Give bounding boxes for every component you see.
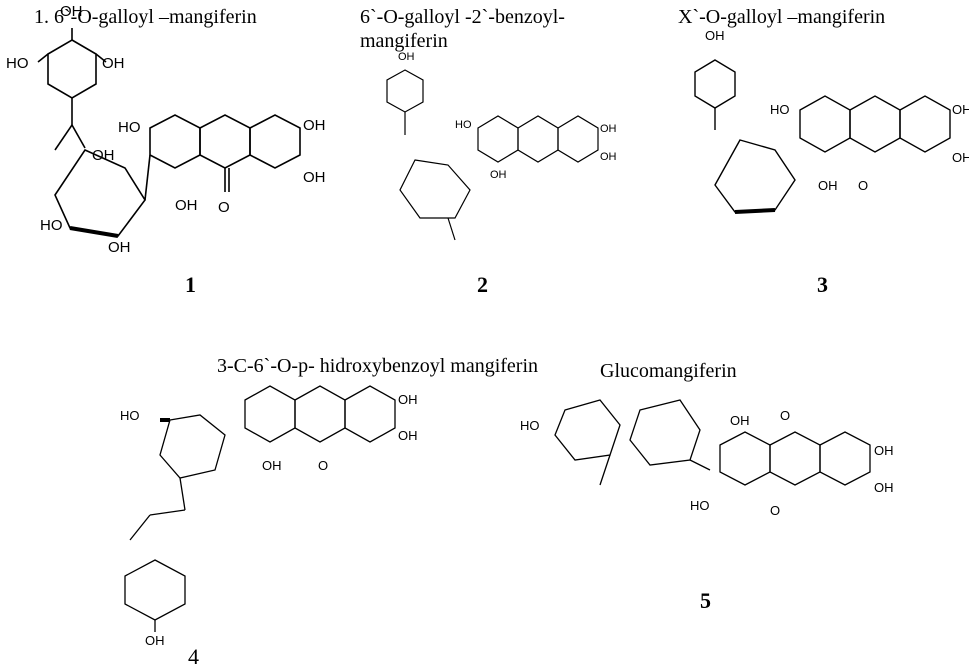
atom-label: OH bbox=[262, 458, 282, 473]
compound-5-number: 5 bbox=[700, 588, 711, 613]
atom-label: OH bbox=[60, 3, 83, 20]
atom-label: OH bbox=[303, 169, 326, 186]
atom-label: HO bbox=[455, 119, 472, 131]
compound-4-title: 3-C-6`-O-p- hidroxybenzoyl mangiferin bbox=[217, 355, 539, 377]
atom-label: HO bbox=[120, 408, 140, 423]
atom-label: OH bbox=[398, 392, 418, 407]
atom-label: O bbox=[218, 199, 230, 216]
atom-label: OH bbox=[303, 117, 326, 134]
atom-label: OH bbox=[952, 150, 969, 165]
compound-2-title-line2: mangiferin bbox=[360, 30, 448, 52]
compound-2-number: 2 bbox=[477, 272, 488, 297]
atom-label: OH bbox=[818, 178, 838, 193]
compound-1-title: 1. 6`-O-galloyl –mangiferin bbox=[34, 6, 257, 28]
atom-label: OH bbox=[874, 443, 894, 458]
atom-label: OH bbox=[705, 28, 725, 43]
compound-2-title-line1: 6`-O-galloyl -2`-benzoyl- bbox=[360, 6, 565, 28]
atom-label: OH bbox=[874, 480, 894, 495]
atom-label: OH bbox=[730, 413, 750, 428]
atom-label: HO bbox=[770, 102, 790, 117]
atom-label: HO bbox=[118, 119, 141, 136]
compound-3-title: X`-O-galloyl –mangiferin bbox=[678, 6, 886, 28]
atom-label: O bbox=[780, 408, 790, 423]
atom-label: OH bbox=[600, 151, 617, 163]
compound-3-number: 3 bbox=[817, 272, 828, 297]
atom-label: O bbox=[318, 458, 328, 473]
atom-label: OH bbox=[92, 147, 115, 164]
atom-label: OH bbox=[398, 51, 415, 63]
compound-4-number: 4 bbox=[188, 644, 199, 669]
atom-label: OH bbox=[490, 169, 507, 181]
atom-label: OH bbox=[108, 239, 131, 256]
atom-label: O bbox=[858, 178, 868, 193]
compound-1-number: 1 bbox=[185, 272, 196, 297]
atom-label: HO bbox=[690, 498, 710, 513]
atom-label: OH bbox=[145, 633, 165, 648]
atom-label: OH bbox=[398, 428, 418, 443]
atom-label: O bbox=[770, 503, 780, 518]
atom-label: OH bbox=[102, 55, 125, 72]
atom-label: OH bbox=[952, 102, 969, 117]
atom-label: OH bbox=[175, 197, 198, 214]
atom-label: OH bbox=[600, 123, 617, 135]
compound-5-title: Glucomangiferin bbox=[600, 360, 737, 382]
atom-label: HO bbox=[40, 217, 63, 234]
atom-label: HO bbox=[6, 55, 29, 72]
atom-label: HO bbox=[520, 418, 540, 433]
